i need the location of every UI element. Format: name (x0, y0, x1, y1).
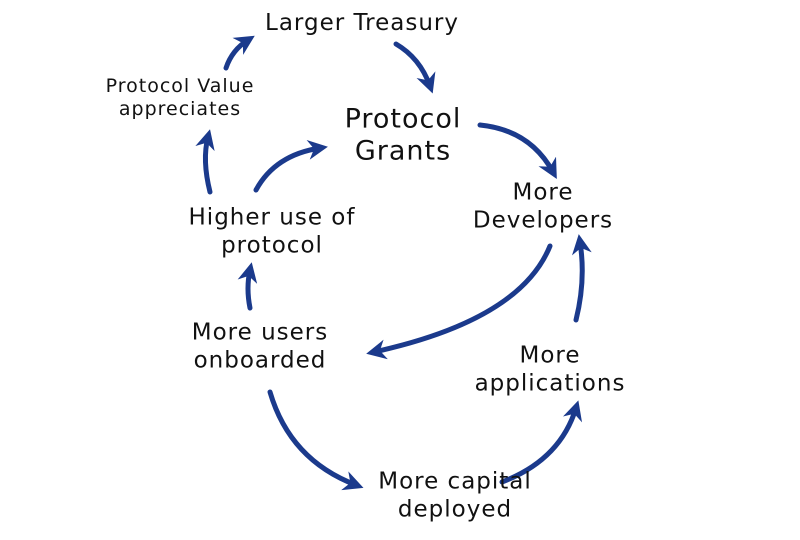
arrow-users-to-capital (267, 389, 364, 491)
arrow-users-to-higher-use (237, 262, 258, 311)
arrow-developers-to-users (366, 243, 553, 360)
node-higher-use: Higher use of protocol (188, 204, 356, 258)
node-more-developers: More Developers (472, 179, 614, 233)
arrow-value-to-treasury (223, 35, 255, 71)
node-more-capital: More capital deployed (378, 468, 532, 522)
arrow-treasury-to-grants (393, 41, 436, 94)
node-more-users: More users onboarded (191, 319, 329, 373)
arrow-higher-use-to-value (195, 129, 215, 195)
node-protocol-value: Protocol Value appreciates (105, 75, 255, 120)
arrow-grants-to-developers (477, 122, 557, 180)
arrow-higher-use-to-grants (253, 139, 328, 193)
node-protocol-grants: Protocol Grants (344, 103, 462, 167)
node-more-applications: More applications (474, 342, 626, 396)
node-larger-treasury: Larger Treasury (265, 10, 459, 37)
arrow-applications-to-developers (571, 234, 592, 323)
arrow-capital-to-applications (499, 400, 583, 485)
